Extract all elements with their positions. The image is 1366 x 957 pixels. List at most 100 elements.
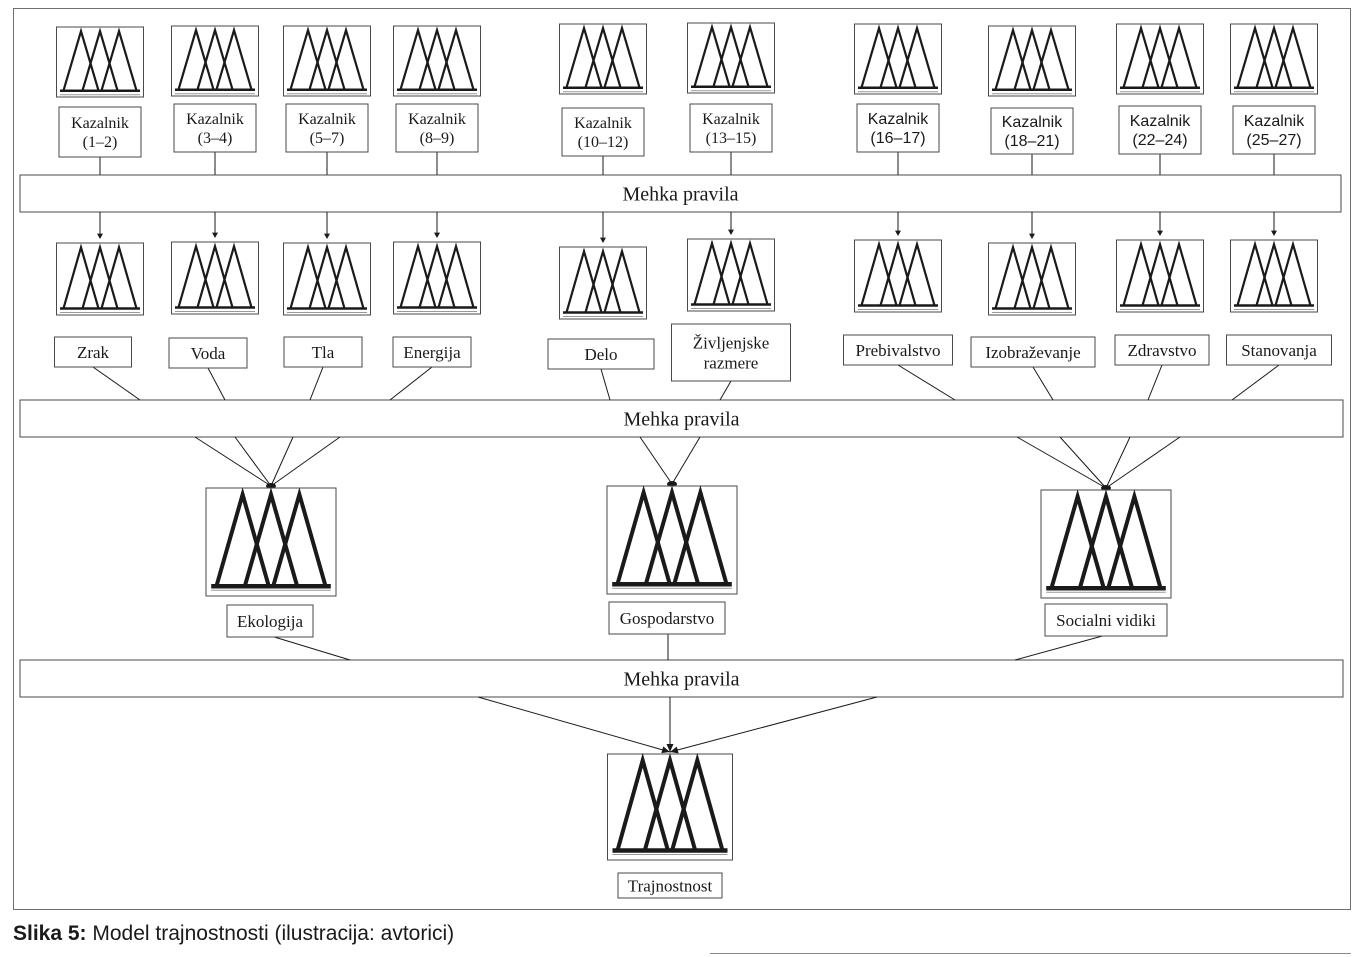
subaspect-to-rules-line: [1231, 364, 1280, 401]
label-text: Kazalnik: [408, 111, 466, 128]
label-text: (5–7): [310, 130, 345, 147]
indicator-label-box: Kazalnik(1–2): [58, 106, 142, 158]
mf-box-border: [393, 25, 481, 97]
rules-bar-border: [19, 399, 1344, 438]
membership-triangle: [603, 24, 641, 89]
subaspect-membership-plot: [687, 238, 775, 312]
membership-triangle: [1255, 24, 1293, 89]
arrowhead: [728, 229, 734, 235]
figure-caption: Slika 5: Model trajnostnosti (ilustracij…: [13, 922, 454, 946]
membership-triangle: [327, 26, 365, 91]
label-text: Trajnostnost: [628, 876, 713, 895]
label-box-border: [168, 337, 248, 369]
membership-triangle: [693, 239, 731, 305]
membership-triangle: [1141, 240, 1179, 306]
aspect-membership-plot: [1040, 489, 1172, 599]
indicator-membership-plot: [393, 25, 481, 97]
aspect-membership-plot: [606, 485, 738, 595]
aspect-label-box: Gospodarstvo: [608, 601, 726, 635]
membership-triangle: [62, 27, 100, 92]
subaspect-membership-plot: [559, 246, 647, 320]
label-box-border: [395, 103, 479, 153]
membership-triangle: [1141, 24, 1179, 89]
result-membership-plot: [607, 752, 733, 861]
label-text: Tla: [312, 343, 335, 362]
subaspect-membership-plot: [854, 239, 942, 313]
subaspect-to-rules-line: [1032, 366, 1054, 401]
mf-box-border: [1116, 23, 1204, 95]
arrowhead: [97, 233, 103, 239]
indicator-label-box: Kazalnik (16–17): [856, 103, 940, 153]
aspect-label-box: Ekologija: [226, 604, 314, 638]
mf-box-border: [687, 238, 775, 312]
mf-box-border: [1040, 489, 1172, 599]
aspect-label-box: Socialni vidiki: [1044, 603, 1168, 637]
rules-bar-indicators: Mehka pravila: [19, 174, 1342, 213]
rules-to-result-arrow: [477, 696, 671, 753]
label-text: Kazalnik: [298, 111, 356, 128]
membership-triangle: [615, 752, 670, 851]
label-text: Socialni vidiki: [1056, 611, 1156, 630]
page-rule: [710, 953, 1351, 954]
subaspect-to-rules-line: [719, 380, 732, 401]
subaspect-label-box: Prebivalstvo: [843, 334, 953, 366]
subaspect-membership-plot: [1230, 239, 1318, 313]
membership-triangle: [418, 242, 456, 308]
membership-triangle: [81, 27, 119, 92]
subaspect-membership-plot: [56, 242, 144, 316]
arrowhead: [600, 237, 606, 243]
subaspect-to-rules-line: [600, 368, 611, 401]
arrowhead: [1271, 230, 1277, 236]
rules-bar-label: Mehka pravila: [623, 409, 739, 431]
membership-triangle: [1122, 240, 1160, 306]
label-box-border: [617, 872, 723, 899]
rules-bar-aspects: Mehka pravila: [19, 659, 1344, 698]
mf-box-border: [559, 23, 647, 95]
label-text: Ekologija: [237, 612, 304, 631]
indicator-membership-plot: [854, 23, 942, 95]
label-box-border: [285, 103, 369, 153]
membership-triangle: [1077, 489, 1135, 589]
membership-triangle: [1106, 489, 1163, 589]
membership-triangle: [242, 487, 300, 587]
membership-triangle: [418, 26, 456, 91]
subaspect-to-rules-line: [389, 366, 433, 401]
membership-triangle: [1274, 240, 1312, 306]
membership-triangle: [81, 243, 119, 309]
indicator-label-box: Kazalnik(18–21): [990, 107, 1074, 155]
label-box-border: [58, 106, 142, 158]
membership-triangle: [399, 26, 437, 91]
label-text: Kazalnik: [868, 111, 929, 128]
membership-triangle: [898, 240, 936, 306]
membership-triangle: [584, 24, 622, 89]
membership-triangle: [603, 247, 641, 313]
label-box-border: [856, 103, 940, 153]
mf-box-border: [687, 22, 775, 94]
label-text: (8–9): [420, 130, 455, 147]
indicator-label-box: Kazalnik(25–27): [1232, 105, 1316, 155]
rules-bar-sub-aspects: Mehka pravila: [19, 399, 1344, 438]
indicator-membership-plot: [988, 25, 1076, 97]
indicator-membership-plot: [171, 25, 259, 97]
membership-triangle: [1122, 24, 1160, 89]
label-text: Zrak: [77, 343, 110, 362]
rules-bar-label: Mehka pravila: [623, 669, 739, 691]
label-text: (25–27): [1246, 132, 1301, 149]
membership-triangle: [1236, 240, 1274, 306]
subaspect-label-box: Zdravstvo: [1114, 334, 1210, 366]
label-text: (16–17): [870, 130, 925, 147]
label-text: Kazalnik: [702, 111, 760, 128]
membership-triangle: [100, 27, 138, 92]
membership-triangle: [1160, 240, 1198, 306]
subaspect-label-box: Voda: [168, 337, 248, 369]
mf-box-border: [171, 25, 259, 97]
mf-box-border: [854, 23, 942, 95]
mf-box-border: [607, 753, 733, 861]
label-box-border: [843, 334, 953, 366]
label-box-border: [283, 336, 363, 368]
indicator-label-box: Kazalnik (8–9): [395, 103, 479, 153]
label-text: Energija: [403, 343, 461, 362]
label-text: (10–12): [578, 134, 629, 151]
indicator-label-box: Kazalnik(22–24): [1118, 105, 1202, 155]
